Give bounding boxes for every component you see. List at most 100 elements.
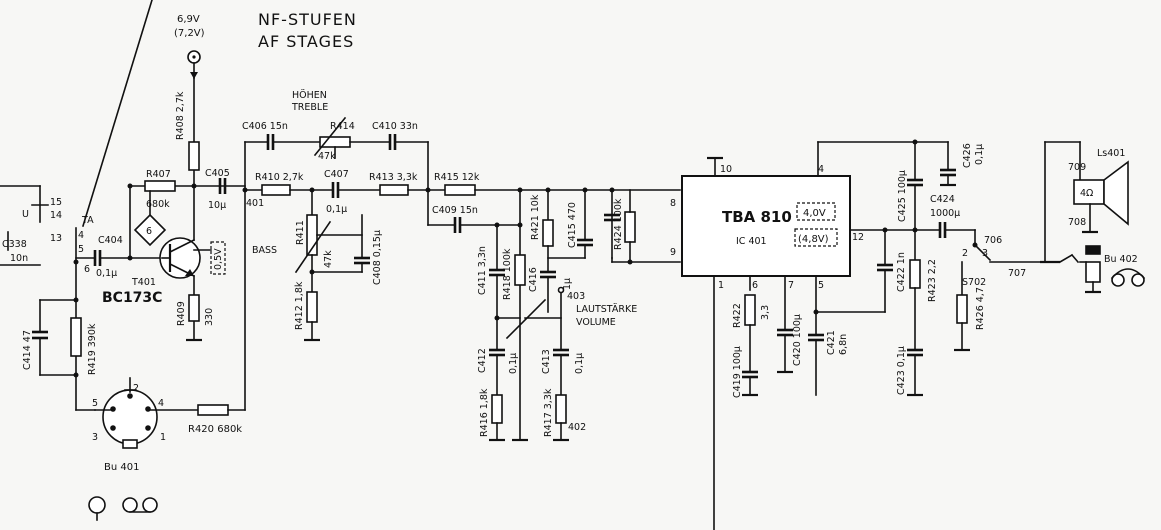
label-treble-de: HÖHEN (292, 90, 327, 101)
pin-12: 12 (852, 232, 864, 243)
transistor-collector (168, 238, 196, 254)
din-pin-3 (110, 425, 116, 431)
label-c412-value: 0,1µ (508, 353, 519, 374)
ic-tba810 (681, 175, 851, 277)
label-c415: C415 470 (567, 202, 578, 248)
resistor-r417 (555, 394, 567, 424)
label-t401: T401 (131, 277, 156, 288)
label-r411-value: 47k (323, 250, 334, 268)
label-c421-value: 6,8n (838, 334, 849, 355)
pin-ta: TA (81, 215, 94, 226)
junction (127, 183, 133, 189)
label-treble-en: TREBLE (291, 102, 328, 113)
pin-7: 7 (788, 280, 794, 291)
label-c404-value: 0,1µ (96, 268, 117, 279)
label-c421: C421 (826, 330, 837, 355)
potentiometer-r414-wiper (313, 116, 347, 157)
label-bc173c: BC173C (102, 290, 162, 306)
label-c426-value: 0,1µ (974, 144, 985, 165)
label-c338: C338 (2, 239, 27, 250)
label-c406: C406 15n (242, 121, 288, 132)
label-c419: C419 100µ (732, 346, 743, 398)
label-bass: BASS (252, 245, 277, 256)
junction (912, 139, 918, 145)
label-c338-value: 10n (10, 253, 28, 264)
label-r426: R426 4,7 (975, 287, 986, 330)
label-c416: C416 (528, 267, 539, 292)
label-r421: R421 10k (530, 194, 541, 240)
label-r411: R411 (295, 220, 306, 245)
diode-bridge (133, 213, 167, 247)
resistor-r418 (514, 254, 526, 286)
resistor-r424 (624, 211, 636, 243)
din-pin-2 (127, 393, 133, 399)
pin-3: 3 (982, 248, 988, 259)
resistor-r415 (444, 184, 476, 196)
label-r409: R409 (176, 301, 187, 326)
label-c413-value: 0,1µ (574, 353, 585, 374)
supply-voltage: 6,9V (177, 14, 200, 25)
label-c424-value: 1000µ (930, 208, 960, 219)
label-r410: R410 2,7k (255, 172, 304, 183)
ic-voltage-box (796, 202, 836, 221)
jack-contact (1058, 253, 1074, 264)
label-r416: R416 1,8k (479, 388, 490, 437)
resistor-r412 (306, 291, 318, 323)
ic-voltage-box (794, 228, 838, 247)
resistor-r416 (491, 394, 503, 424)
pin-4: 4 (78, 230, 84, 241)
resistor-r421 (542, 219, 554, 247)
pin-1: 1 (718, 280, 724, 291)
label-c420: C420 100µ (792, 314, 803, 366)
headphone-icon (1111, 273, 1125, 287)
potentiometer-r411-wiper (294, 220, 332, 274)
din-pin-1 (145, 425, 151, 431)
label-ls401: Ls401 (1097, 148, 1125, 159)
label-c413: C413 (541, 349, 552, 374)
label-c408: C408 0,15µ (372, 230, 383, 285)
pin-6: 6 (752, 280, 758, 291)
din-label-3: 3 (92, 432, 98, 443)
pin-10: 10 (720, 164, 732, 175)
label-r422-value: 3,3 (760, 305, 771, 320)
pin-5: 5 (78, 244, 84, 255)
pin-6: 6 (146, 226, 152, 237)
resistor-r409 (188, 294, 200, 322)
supply-voltage-alt: (7,2V) (174, 28, 205, 39)
resistor-r413 (379, 184, 409, 196)
pin-4: 4 (818, 164, 824, 175)
emitter-arrow (185, 269, 194, 276)
label-node-403: 403 (567, 291, 585, 302)
label-c423: C423 0,1µ (896, 346, 907, 395)
speaker-cone-icon (1103, 160, 1129, 226)
resistor-r426 (956, 294, 968, 324)
wire (82, 0, 153, 227)
ic-name: TBA 810 (722, 208, 792, 226)
label-r418: R418 100k (502, 248, 513, 300)
label-c409: C409 15n (432, 205, 478, 216)
junction (609, 187, 615, 193)
pin-8: 8 (670, 198, 676, 209)
resistor-r407 (144, 180, 176, 192)
label-r417: R417 3,3k (543, 388, 554, 437)
pin-9: 9 (670, 247, 676, 258)
label-c416-value: 1µ (562, 278, 573, 290)
pin-14: 14 (50, 210, 62, 221)
pin-13: 13 (50, 233, 62, 244)
potentiometer-r414 (319, 136, 351, 148)
headphone-icon-band (1110, 268, 1146, 280)
jack-bu402 (1085, 261, 1101, 283)
junction (309, 269, 315, 275)
label-c405: C405 (205, 168, 230, 179)
label-r409-value: 330 (204, 308, 215, 326)
label-r422: R422 (732, 303, 743, 328)
junction (494, 222, 500, 228)
label-r413: R413 3,3k (369, 172, 418, 183)
label-c407-value: 0,1µ (326, 204, 347, 215)
label-volume-de: LAUTSTÄRKE (576, 304, 637, 315)
label-c425: C425 100µ (897, 170, 908, 222)
label-vb: 0,5V (213, 248, 224, 270)
label-r423: R423 2,2 (927, 259, 938, 302)
switch-s702-blade (973, 243, 992, 262)
